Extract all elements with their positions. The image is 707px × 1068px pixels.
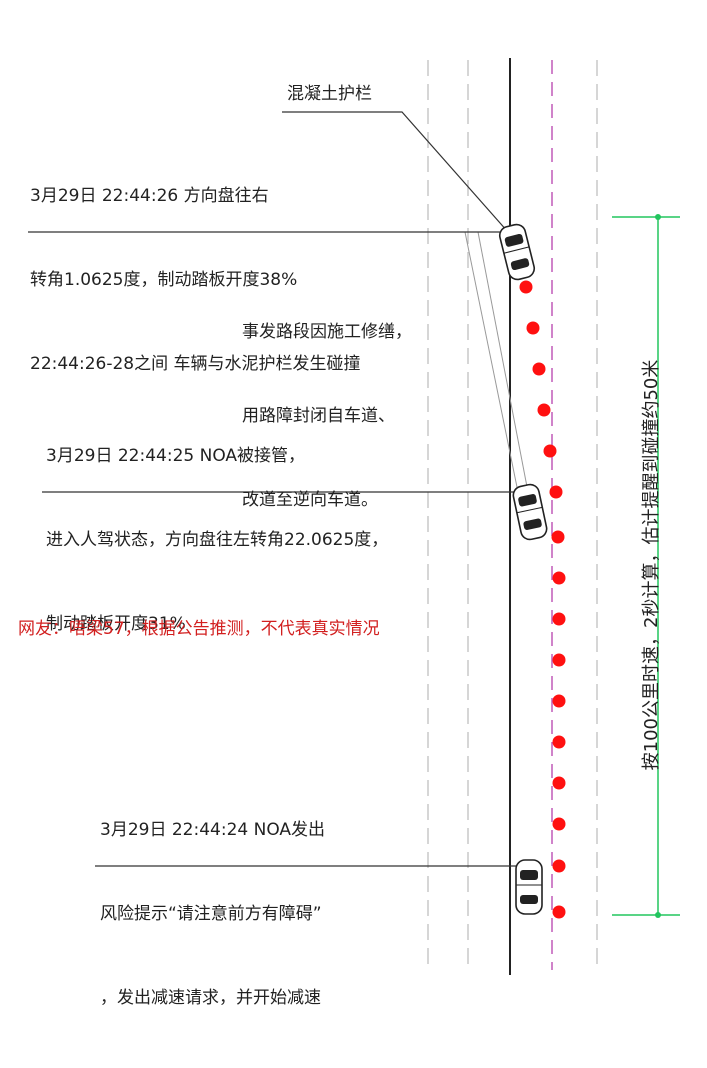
obstacle-dot (543, 444, 557, 458)
obstacle-dot (532, 362, 546, 376)
obstacle-dot (552, 694, 566, 708)
event-2644-24: 3月29日 22:44:24 NOA发出 风险提示“请注意前方有障碍” ，发出减… (100, 760, 325, 1068)
road-drawing (28, 58, 680, 975)
obstacle-dot (552, 612, 566, 626)
dimension-top-end (655, 214, 661, 220)
trajectory-line-2 (477, 231, 529, 493)
event-line: ，发出减速请求，并开始减速 (100, 988, 321, 1008)
dimension-label: 按100公里时速，2秒计算，估计提醒到碰撞约50米 (641, 359, 662, 771)
road-closure-note: 事发路段因施工修缮， 用路障封闭自车道、 改道至逆向车道。 (242, 262, 412, 570)
car-icon (515, 859, 543, 915)
event-line: 22:44:26-28之间 车辆与水泥护栏发生碰撞 (30, 354, 361, 374)
obstacle-dot (552, 571, 566, 585)
obstacle-dot (526, 321, 540, 335)
event-line: 风险提示“请注意前方有障碍” (100, 904, 322, 924)
event-line: 3月29日 22:44:26 方向盘往右 (30, 186, 269, 206)
obstacle-dot (552, 735, 566, 749)
obstacle-dot (552, 653, 566, 667)
obstacle-dot (552, 859, 566, 873)
obstacle-dot (552, 776, 566, 790)
event-line: 制动踏板开度31% (46, 614, 186, 634)
closure-line: 用路障封闭自车道、 (242, 406, 395, 426)
dimension-label-box: 按100公里时速，2秒计算，估计提醒到碰撞约50米 (590, 360, 707, 771)
closure-line: 改道至逆向车道。 (242, 490, 378, 510)
trajectory-line-1 (464, 231, 519, 493)
event-line: 转角1.0625度，制动踏板开度38% (30, 270, 298, 290)
obstacle-dot (551, 530, 565, 544)
event-line: 3月29日 22:44:24 NOA发出 (100, 820, 326, 840)
guardrail-label: 混凝土护栏 (287, 84, 372, 104)
accident-diagram: 混凝土护栏 3月29日 22:44:26 方向盘往右 转角1.0625度，制动踏… (18, 58, 707, 1008)
car-icon (498, 223, 536, 281)
event-2644-26: 3月29日 22:44:26 方向盘往右 转角1.0625度，制动踏板开度38%… (30, 126, 361, 434)
car-icon (512, 483, 548, 541)
event-2644-25: 3月29日 22:44:25 NOA被接管， 进入人驾状态，方向盘往左转角22.… (46, 386, 388, 694)
closure-line: 事发路段因施工修缮， (242, 322, 412, 342)
netizen-note: 网友：唔梁57，根据公告推测，不代表真实情况 (18, 619, 380, 639)
obstacle-dot (549, 485, 563, 499)
event-line: 进入人驾状态，方向盘往左转角22.0625度， (46, 530, 389, 550)
obstacle-dot (552, 905, 566, 919)
obstacle-dots (513, 238, 566, 919)
event-line: 3月29日 22:44:25 NOA被接管， (46, 446, 306, 466)
dimension-bottom-end (655, 912, 661, 918)
obstacle-dot (519, 280, 533, 294)
obstacle-dot (537, 403, 551, 417)
guardrail-leader (282, 111, 509, 233)
obstacle-dot (552, 817, 566, 831)
